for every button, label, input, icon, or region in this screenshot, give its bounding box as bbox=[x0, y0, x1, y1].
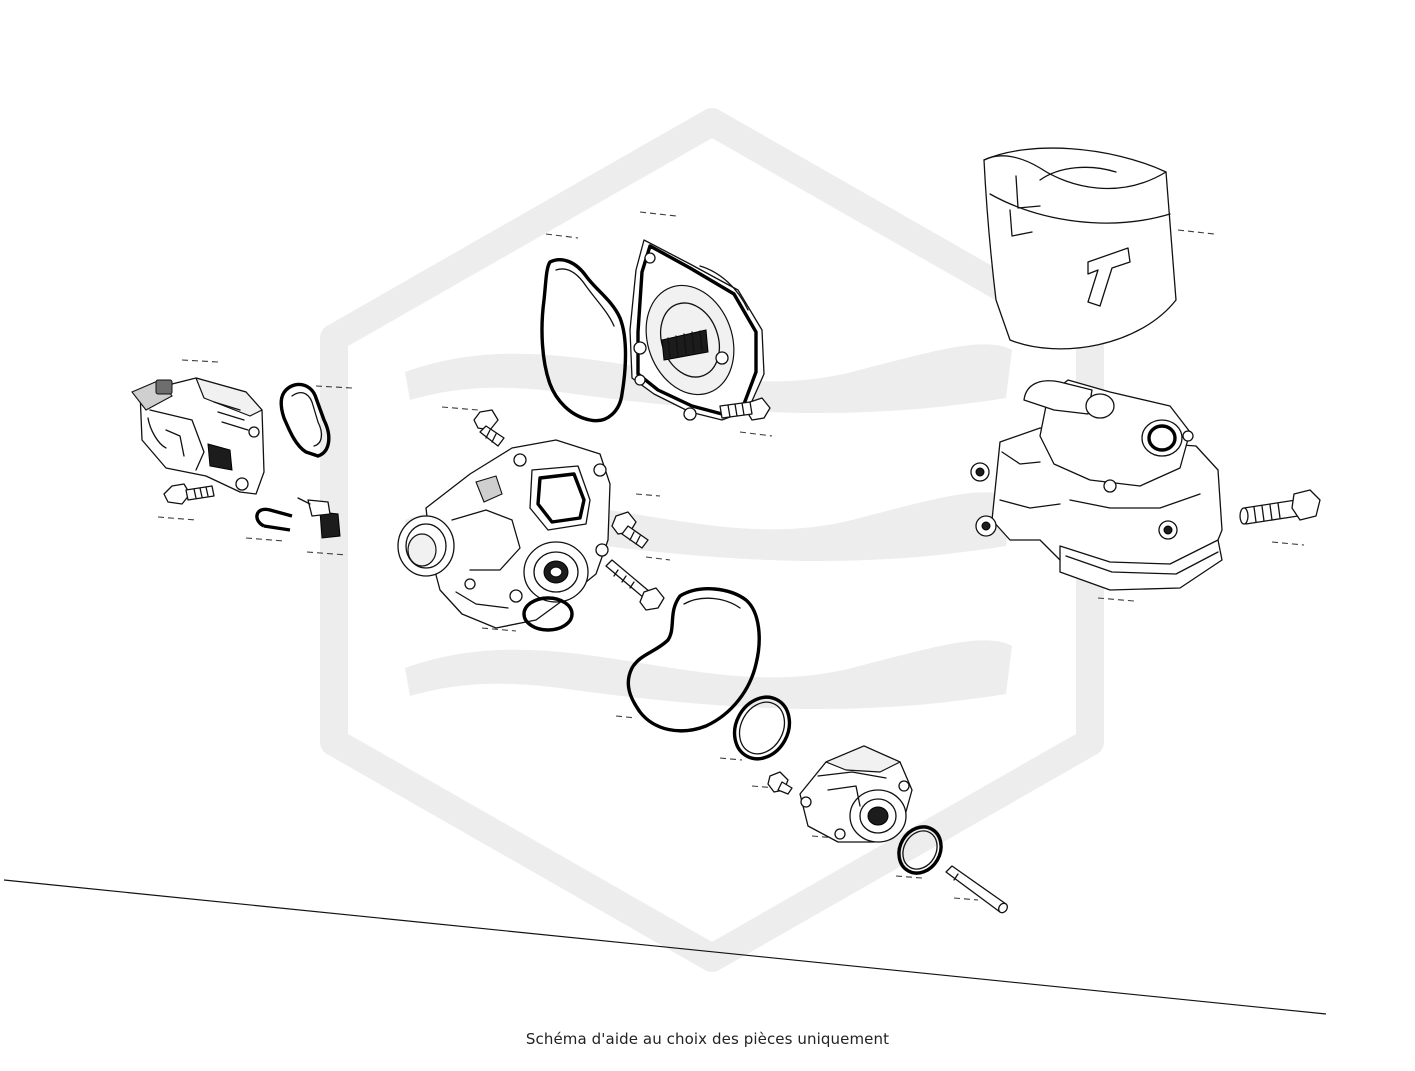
bolt-right-part bbox=[1240, 490, 1320, 524]
thermostat-housing-part bbox=[800, 746, 912, 842]
o-ring-large-part bbox=[724, 688, 800, 769]
actuator-gasket-part bbox=[281, 384, 329, 456]
bolt-small-part bbox=[768, 772, 792, 794]
o-ring-small-part bbox=[891, 819, 950, 881]
insulation-sleeve-part bbox=[984, 148, 1176, 349]
temperature-sensor-part bbox=[298, 498, 340, 538]
pump-rear-cover-part bbox=[630, 240, 764, 420]
backdrop-outline bbox=[3, 879, 1327, 1015]
bolt-left-part bbox=[164, 484, 214, 504]
pump-housing-gasket-part bbox=[628, 589, 759, 731]
retaining-clip-part bbox=[257, 509, 292, 530]
callout-dashes bbox=[157, 211, 1305, 901]
electric-actuator-part bbox=[132, 378, 264, 494]
bolt-pump-cover-part bbox=[720, 398, 770, 420]
auxiliary-water-pump-part bbox=[971, 380, 1222, 590]
bolt-pump-top-part bbox=[474, 410, 504, 446]
pump-cover-gasket-part bbox=[542, 260, 626, 421]
water-pump-housing-part bbox=[398, 440, 610, 630]
diagram-caption: Schéma d'aide au choix des pièces unique… bbox=[525, 1030, 890, 1048]
connecting-pin-part bbox=[946, 866, 1009, 914]
bolt-pump-long-part bbox=[606, 560, 664, 610]
bolt-pump-side-part bbox=[612, 512, 648, 548]
